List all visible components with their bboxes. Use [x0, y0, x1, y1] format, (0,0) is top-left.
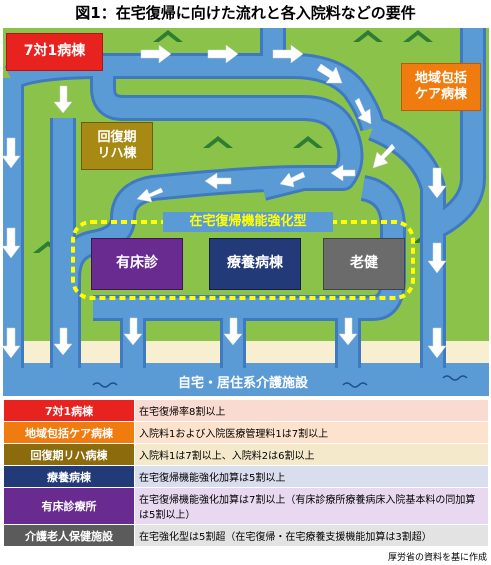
flow-diagram: 7対1病棟 地域包括 ケア病棟 回復期 リハ棟 在宅復帰機能強化型 有床診 療養…	[3, 28, 489, 396]
requirement-row: 地域包括ケア病棟入院料1および入院医療管理料1は7割以上	[3, 421, 489, 444]
arrow-left-icon	[279, 171, 306, 188]
box-rehab: 回復期 リハ棟	[81, 122, 153, 170]
requirements-table: 7対1病棟在宅復帰率8割以上地域包括ケア病棟入院料1および入院医療管理料1は7割…	[3, 399, 489, 547]
arrow-left-icon	[330, 164, 356, 182]
requirement-name: 介護老人保健施設	[3, 524, 135, 547]
arrow-right-icon	[272, 44, 304, 64]
arrow-down-icon	[3, 327, 21, 359]
arrow-down-icon	[427, 167, 447, 199]
box-acute7: 7対1病棟	[6, 33, 103, 71]
flow-arrows	[3, 44, 447, 359]
arrow-down-icon	[338, 317, 358, 346]
sea	[3, 363, 489, 396]
arrow-left-icon	[204, 172, 232, 190]
requirement-name: 有床診療所	[3, 487, 135, 525]
requirement-name: 7対1病棟	[3, 399, 135, 422]
requirement-text: 在宅強化型は5割超（在宅復帰・在宅療養支援機能加算は3割超）	[134, 524, 489, 547]
requirement-row: 有床診療所在宅復帰機能強化加算は7割以上（有床診療所療養病床入院基本料の同加算は…	[3, 487, 489, 525]
requirement-row: 7対1病棟在宅復帰率8割以上	[3, 399, 489, 422]
requirement-row: 療養病棟在宅復帰機能強化加算は5割以上	[3, 465, 489, 488]
requirement-text: 在宅復帰率8割以上	[134, 399, 489, 422]
arrow-down-icon	[427, 242, 447, 274]
arrow-left-icon	[136, 187, 164, 203]
requirement-name: 地域包括ケア病棟	[3, 421, 135, 444]
arrow-down-right-icon	[354, 97, 372, 125]
arrow-right-icon	[207, 44, 239, 64]
arrow-down-left-icon	[372, 143, 396, 169]
box-community-care: 地域包括 ケア病棟	[401, 63, 481, 111]
arrow-down-icon	[53, 85, 73, 114]
arrow-down-icon	[427, 327, 447, 359]
arrow-down-icon	[123, 317, 143, 346]
box-elderly-facility: 老健	[323, 238, 405, 290]
requirement-row: 介護老人保健施設在宅強化型は5割超（在宅復帰・在宅療養支援機能加算は3割超）	[3, 524, 489, 547]
source-note: 厚労省の資料を基に作成	[387, 553, 487, 563]
requirement-name: 回復期リハ病棟	[3, 443, 135, 466]
requirement-text: 在宅復帰機能強化加算は7割以上（有床診療所療養病床入院基本料の同加算は5割以上）	[134, 487, 489, 525]
requirement-text: 入院料1および入院医療管理料1は7割以上	[134, 421, 489, 444]
box-long-term-care: 療養病棟	[209, 238, 301, 290]
requirement-text: 在宅復帰機能強化加算は5割以上	[134, 465, 489, 488]
arrow-down-icon	[53, 327, 73, 356]
enhanced-label: 在宅復帰機能強化型	[163, 212, 333, 232]
page-title: 図1：在宅復帰に向けた流れと各入院料などの要件	[75, 4, 416, 22]
arrow-down-icon	[223, 317, 243, 346]
arrow-down-right-icon	[316, 63, 343, 84]
requirement-text: 入院料1は7割以上、入院料2は6割以上	[134, 443, 489, 466]
box-clinic: 有床診	[91, 238, 183, 290]
requirement-row: 回復期リハ病棟入院料1は7割以上、入院料2は6割以上	[3, 443, 489, 466]
home-label: 自宅・居住系介護施設	[177, 376, 308, 391]
arrow-right-icon	[140, 44, 172, 64]
requirement-name: 療養病棟	[3, 465, 135, 488]
arrow-down-icon	[3, 227, 21, 259]
wave-icons	[92, 375, 468, 388]
arrow-down-icon	[3, 137, 21, 169]
